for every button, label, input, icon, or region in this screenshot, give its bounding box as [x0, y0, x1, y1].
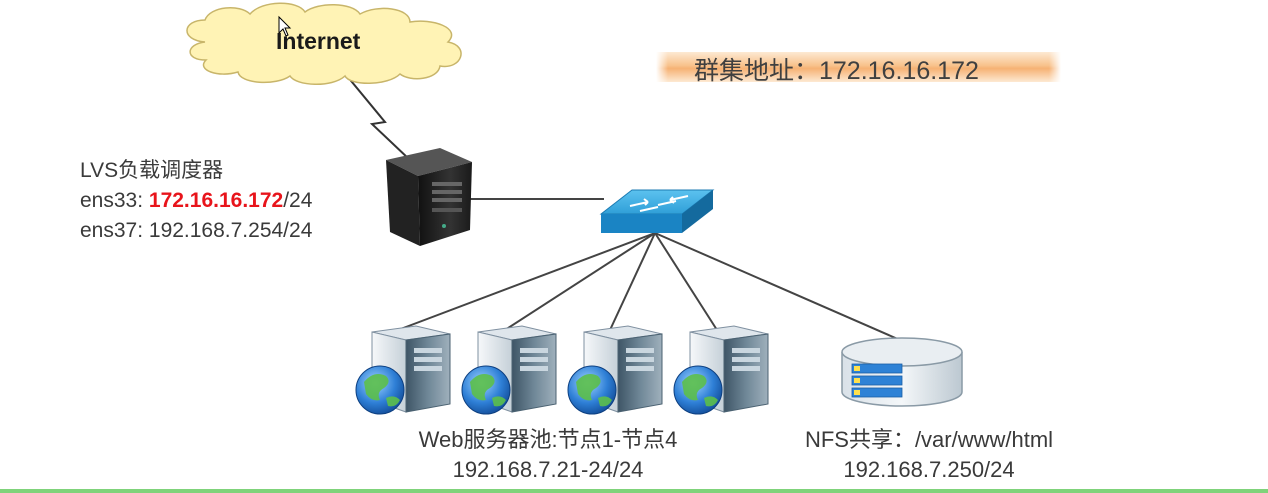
cluster-address-highlight	[656, 52, 1061, 82]
nfs-storage-icon	[841, 337, 963, 407]
switch-web1-link	[397, 232, 656, 331]
lvs-ens37: ens37: 192.168.7.254/24	[80, 219, 313, 242]
web-server-icon	[673, 325, 769, 415]
lvs-info: LVS负载调度器 ens33: 172.16.16.172/24 ens37: …	[80, 156, 312, 246]
web-server-group	[355, 325, 769, 415]
lvs-ens33: ens33: 172.16.16.172/24	[80, 186, 312, 216]
web-server-icon	[355, 325, 451, 415]
nfs-address: 192.168.7.250/24	[843, 457, 1015, 482]
internet-link	[346, 75, 411, 161]
nfs-label: NFS共享：/var/www/html 192.168.7.250/24	[776, 425, 1082, 485]
web-pool-address: 192.168.7.21-24/24	[452, 457, 644, 482]
tower-server-icon	[386, 148, 472, 246]
switch-nfs-link	[654, 232, 901, 341]
web-pool-title: Web服务器池:节点1-节点4	[418, 427, 678, 452]
ens33-ip: 172.16.16.172	[148, 189, 284, 212]
web-server-icon	[461, 325, 557, 415]
ens33-suffix: /24	[283, 189, 313, 212]
switch-web2-link	[504, 232, 656, 331]
internet-label: Internet	[276, 28, 361, 54]
lvs-title: LVS负载调度器	[80, 159, 224, 182]
switch-web4-link	[654, 232, 718, 331]
network-switch-icon	[599, 189, 715, 233]
bottom-progress-bar	[0, 489, 1268, 493]
web-server-icon	[567, 325, 663, 415]
cloud-icon	[186, 2, 462, 85]
web-pool-label: Web服务器池:节点1-节点4 192.168.7.21-24/24	[398, 425, 698, 485]
cluster-address-label: 群集地址：172.16.16.172	[694, 57, 979, 85]
switch-web3-link	[609, 232, 656, 331]
ens33-prefix: ens33:	[80, 189, 149, 212]
mouse-cursor-icon	[278, 15, 292, 37]
nfs-title: NFS共享：/var/www/html	[804, 427, 1054, 452]
